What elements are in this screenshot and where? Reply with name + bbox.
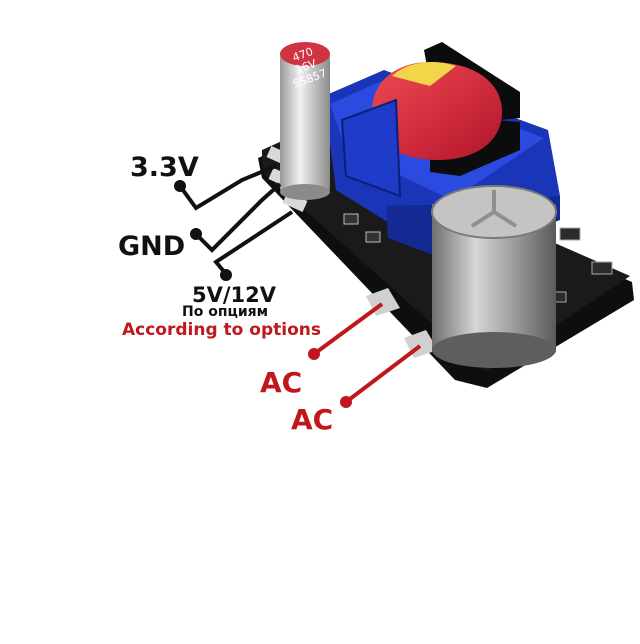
label-ac-2: AC bbox=[291, 403, 334, 436]
label-gnd: GND bbox=[118, 231, 186, 262]
wire-3v3 bbox=[178, 164, 277, 211]
label-options-en: According to options bbox=[122, 320, 321, 340]
wire-5v12v bbox=[213, 210, 294, 276]
large-capacitor bbox=[431, 185, 557, 368]
ac-wires bbox=[312, 302, 422, 404]
wire-ac-1-end bbox=[308, 348, 320, 360]
wire-gnd-end bbox=[190, 228, 202, 240]
wire-gnd bbox=[194, 182, 282, 253]
label-3v3: 3.3V bbox=[130, 152, 199, 183]
label-5v-12v: 5V/12V bbox=[192, 283, 277, 307]
output-wires bbox=[178, 164, 294, 276]
wire-ac-2 bbox=[344, 344, 422, 404]
wire-3v3-end bbox=[174, 180, 186, 192]
label-options-ru: По опциям bbox=[182, 304, 269, 320]
small-capacitor: 470 16V SS857 bbox=[280, 42, 330, 200]
wire-ac-1 bbox=[312, 302, 384, 356]
wire-5v12v-end bbox=[220, 269, 232, 281]
wire-ac-2-end bbox=[340, 396, 352, 408]
label-ac-1: AC bbox=[260, 366, 303, 399]
